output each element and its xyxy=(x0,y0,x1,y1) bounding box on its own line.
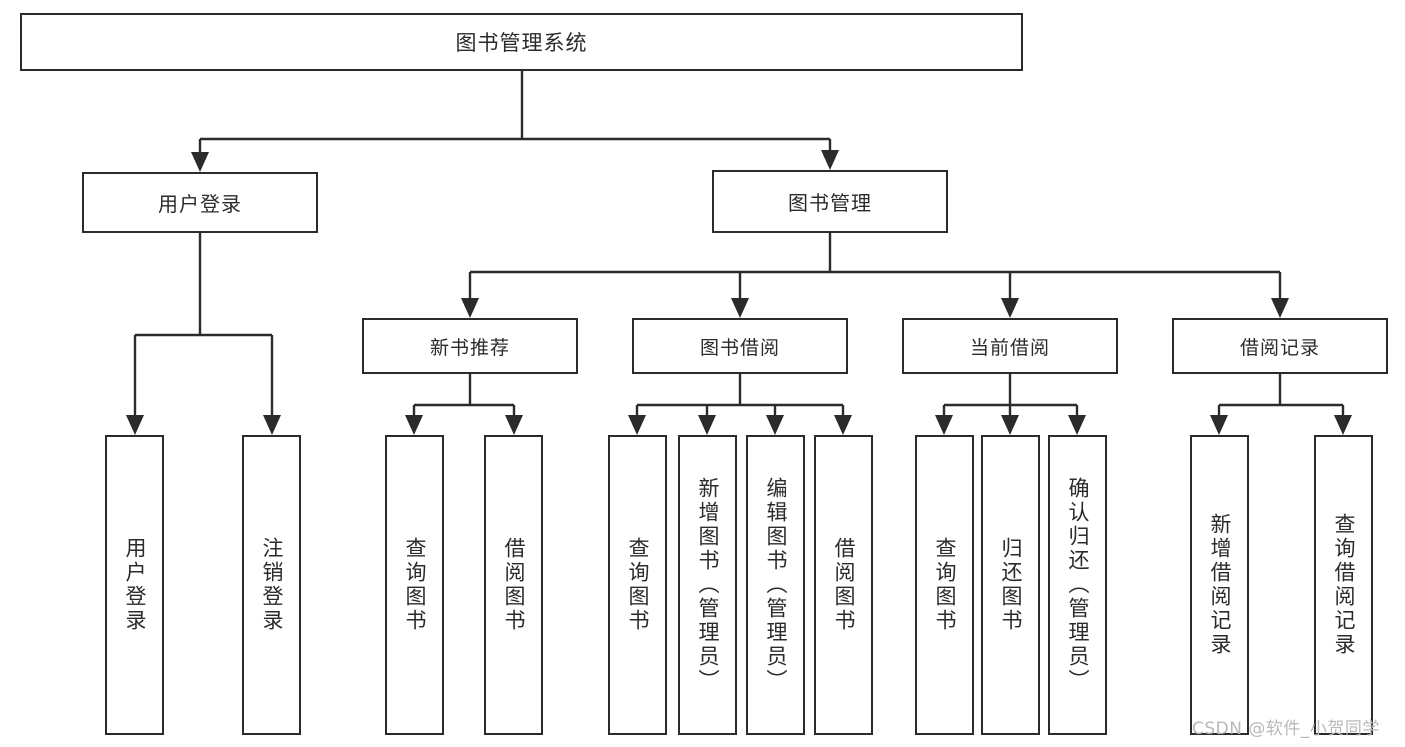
leaf-query-books-borrow[interactable]: 查询图书 xyxy=(608,435,667,735)
node-label: 确认归还（管理员） xyxy=(1066,477,1090,693)
node-label: 用户登录 xyxy=(123,537,147,633)
leaf-borrow-books-borrow[interactable]: 借阅图书 xyxy=(814,435,873,735)
node-current-borrow[interactable]: 当前借阅 xyxy=(902,318,1118,374)
leaf-confirm-return-admin[interactable]: 确认归还（管理员） xyxy=(1048,435,1107,735)
csdn-watermark: CSDN @软件_小贺同学 xyxy=(1192,719,1380,739)
node-new-book-recommend[interactable]: 新书推荐 xyxy=(362,318,578,374)
node-label: 用户登录 xyxy=(158,192,242,216)
node-label: 当前借阅 xyxy=(969,336,1050,359)
node-label: 新书推荐 xyxy=(429,336,510,359)
node-label: 查询借阅记录 xyxy=(1332,513,1356,657)
node-label: 编辑图书（管理员） xyxy=(764,477,788,693)
node-label: 新增图书（管理员） xyxy=(696,477,720,693)
leaf-edit-book-admin[interactable]: 编辑图书（管理员） xyxy=(746,435,805,735)
node-label: 借阅图书 xyxy=(832,537,856,633)
node-user-login[interactable]: 用户登录 xyxy=(82,172,318,233)
node-label: 注销登录 xyxy=(260,537,284,633)
node-label: 查询图书 xyxy=(626,537,650,633)
leaf-add-borrow-record[interactable]: 新增借阅记录 xyxy=(1190,435,1249,735)
leaf-borrow-books-recommend[interactable]: 借阅图书 xyxy=(484,435,543,735)
node-book-management[interactable]: 图书管理 xyxy=(712,170,948,233)
node-label: 新增借阅记录 xyxy=(1208,513,1232,657)
node-label: 查询图书 xyxy=(403,537,427,633)
node-root-system[interactable]: 图书管理系统 xyxy=(20,13,1023,71)
leaf-logout[interactable]: 注销登录 xyxy=(242,435,301,735)
leaf-user-login[interactable]: 用户登录 xyxy=(105,435,164,735)
node-label: 图书借阅 xyxy=(699,336,780,359)
leaf-return-books[interactable]: 归还图书 xyxy=(981,435,1040,735)
node-label: 借阅记录 xyxy=(1239,336,1320,359)
leaf-query-books-recommend[interactable]: 查询图书 xyxy=(385,435,444,735)
leaf-query-books-current[interactable]: 查询图书 xyxy=(915,435,974,735)
node-label: 图书管理系统 xyxy=(455,31,588,55)
leaf-query-borrow-record[interactable]: 查询借阅记录 xyxy=(1314,435,1373,735)
node-borrow-record[interactable]: 借阅记录 xyxy=(1172,318,1388,374)
node-book-borrow[interactable]: 图书借阅 xyxy=(632,318,848,374)
node-label: 查询图书 xyxy=(933,537,957,633)
node-label: 借阅图书 xyxy=(502,537,526,633)
node-label: 图书管理 xyxy=(788,191,872,215)
node-label: 归还图书 xyxy=(999,537,1023,633)
leaf-add-book-admin[interactable]: 新增图书（管理员） xyxy=(678,435,737,735)
